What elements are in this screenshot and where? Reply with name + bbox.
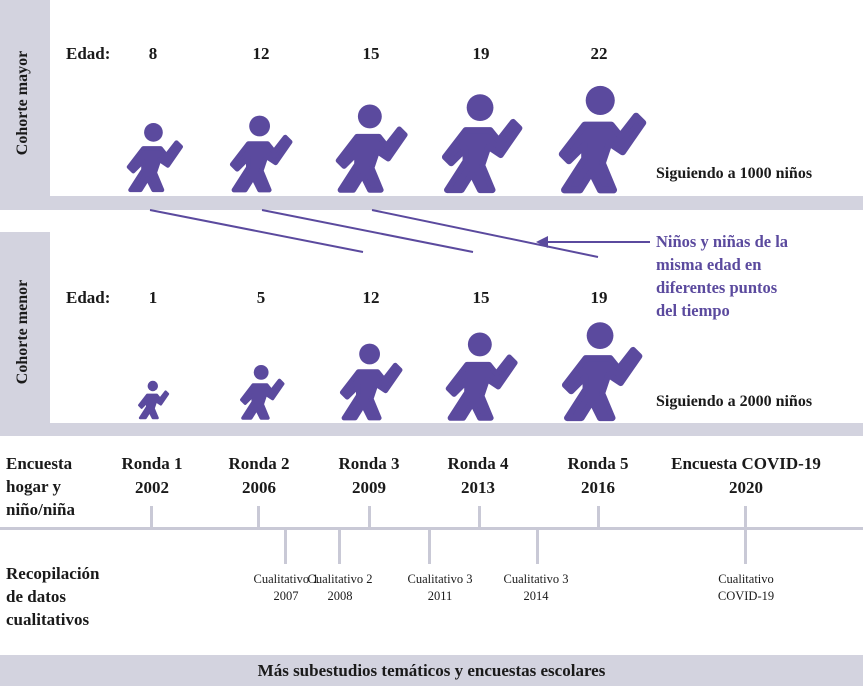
younger-following-text: Siguiendo a 2000 niños <box>656 393 813 410</box>
round-1: Ronda 1 2002 <box>121 454 183 497</box>
footer-text: Más subestudios temáticos y encuestas es… <box>257 661 606 680</box>
round-tick <box>150 506 153 530</box>
annotation-line: del tiempo <box>656 301 730 320</box>
round-5: Ronda 5 2016 <box>567 454 629 497</box>
qualitative-label: Recopilación de datos cualitativos <box>6 564 100 629</box>
round-tick <box>478 506 481 530</box>
survey-label: Encuesta hogar y niño/niña <box>6 454 75 519</box>
younger-age-2: 5 <box>256 288 266 307</box>
older-cohort-band <box>0 0 50 210</box>
child-figure-icon <box>562 86 643 190</box>
younger-cohort-band <box>0 232 50 436</box>
older-age-1: 8 <box>148 44 158 63</box>
qualitative-item-3: Cualitativo 3 2011 <box>407 572 473 603</box>
qualitative-tick <box>284 530 287 564</box>
older-age-3: 15 <box>362 44 380 63</box>
connector-line <box>149 209 364 253</box>
younger-age-label: Edad: <box>66 288 111 307</box>
qualitative-item-5: Cualitativo COVID-19 <box>717 572 775 603</box>
child-figure-icon <box>565 322 639 418</box>
older-age-5: 22 <box>590 44 608 63</box>
qualitative-tick <box>338 530 341 564</box>
annotation-line: misma edad en <box>656 255 762 274</box>
qualitative-item-1: Cualitativo 1 2007 <box>253 572 319 603</box>
qualitative-tick <box>744 530 747 564</box>
child-figure-icon <box>129 123 181 190</box>
round-tick <box>597 506 600 530</box>
round-tick <box>257 506 260 530</box>
older-age-4: 19 <box>472 44 490 63</box>
timeline-line <box>0 527 863 530</box>
figures-layer <box>0 0 650 450</box>
qualitative-tick <box>536 530 539 564</box>
child-figure-icon <box>232 116 290 190</box>
child-figure-icon <box>342 344 400 418</box>
annotation-line: Niños y niñas de la <box>656 232 789 251</box>
older-following-text: Siguiendo a 1000 niños <box>656 165 813 182</box>
footer-band <box>0 655 863 686</box>
arrow-head-icon <box>536 236 548 248</box>
round-4: Ronda 4 2013 <box>447 454 509 497</box>
child-figure-icon <box>339 104 405 190</box>
qualitative-item-4: Cualitativo 3 2014 <box>503 572 569 603</box>
child-figure-icon <box>449 332 515 418</box>
child-figure-icon <box>137 379 170 420</box>
round-tick <box>368 506 371 530</box>
connector-line <box>371 209 599 258</box>
qualitative-item-2: Cualitativo 2 2008 <box>307 572 373 603</box>
younger-age-5: 19 <box>590 288 608 307</box>
qualitative-tick <box>428 530 431 564</box>
younger-age-4: 15 <box>472 288 490 307</box>
younger-cohort-baseline <box>0 423 863 436</box>
same-age-annotation: Niños y niñas de la misma edad en difere… <box>656 230 788 322</box>
older-age-2: 12 <box>252 44 270 63</box>
annotation-line: diferentes puntos <box>656 278 778 297</box>
round-3: Ronda 3 2009 <box>338 454 400 497</box>
child-figure-icon <box>240 363 285 420</box>
child-figure-icon <box>445 94 519 190</box>
round-tick <box>744 506 747 530</box>
round-2: Ronda 2 2006 <box>228 454 290 497</box>
round-covid: Encuesta COVID-19 2020 <box>671 454 821 497</box>
younger-age-1: 1 <box>148 288 158 307</box>
older-age-label: Edad: <box>66 44 111 63</box>
connector-line <box>261 209 474 253</box>
younger-age-3: 12 <box>362 288 380 307</box>
older-cohort-baseline <box>0 196 863 210</box>
